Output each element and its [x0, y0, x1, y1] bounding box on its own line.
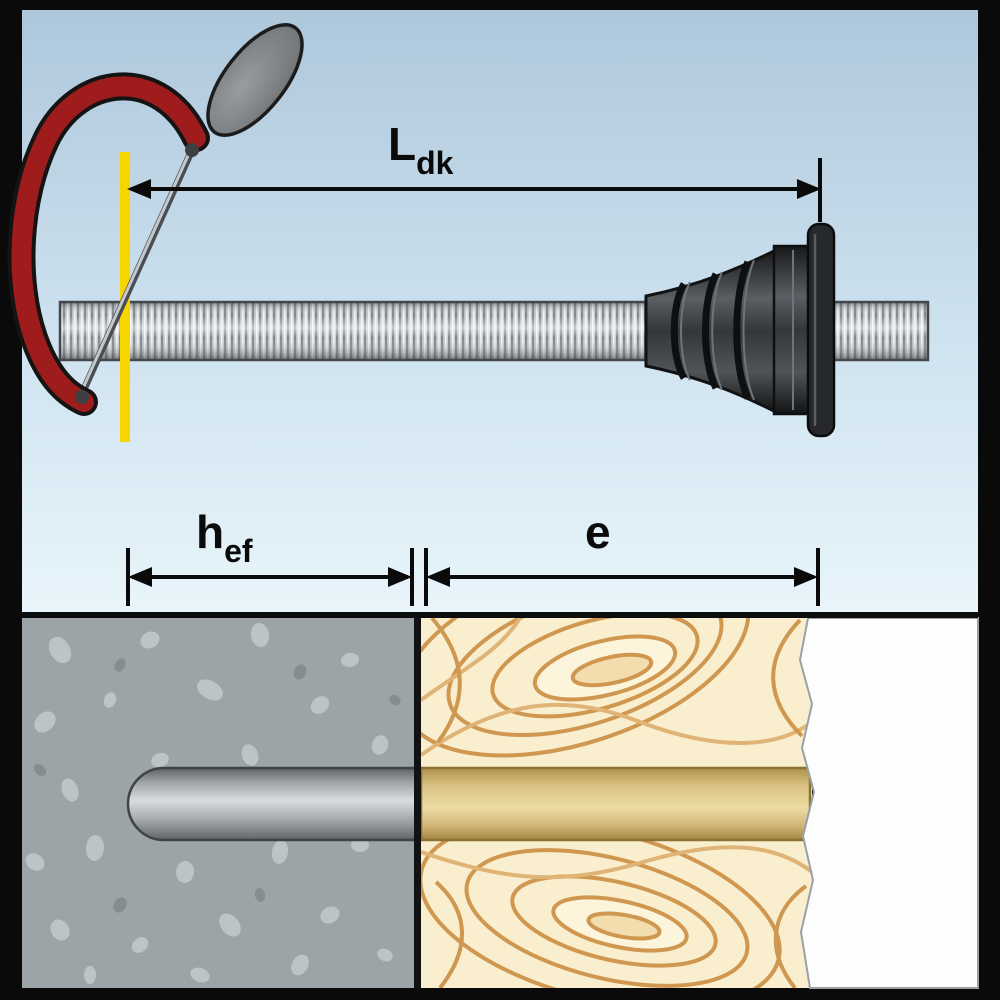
concrete-speckle	[197, 679, 223, 701]
rod-outline	[58, 300, 930, 362]
saw-handle	[206, 23, 304, 137]
wood-grain-ring	[510, 874, 718, 968]
concrete-speckle	[320, 906, 340, 924]
concrete-speckle	[33, 764, 47, 776]
sleeve-rib	[733, 260, 752, 400]
wood-grain-arc	[771, 618, 804, 738]
concrete-speckle	[371, 735, 389, 755]
label-hef: hef	[196, 506, 253, 569]
wood-grain-ring	[464, 848, 750, 988]
concrete-speckle	[48, 636, 72, 664]
arrowhead-right	[794, 567, 818, 587]
concrete-speckle	[85, 835, 105, 861]
sleeve-rib-highlight	[742, 259, 755, 401]
wood-grain-arc	[421, 618, 522, 702]
concrete-speckle	[271, 840, 289, 864]
wood-grain-arc	[421, 702, 812, 757]
arrowhead-left	[127, 179, 151, 199]
wood-grain-knot	[586, 911, 662, 941]
wood-grain-arc	[430, 618, 462, 744]
concrete-speckle	[377, 948, 393, 962]
dimension-line	[132, 575, 408, 579]
wood-grain-knot	[570, 652, 654, 688]
arrowhead-left	[426, 567, 450, 587]
extension-line-right	[818, 158, 822, 222]
concrete-speckle	[293, 664, 307, 680]
concrete-speckle	[25, 853, 45, 871]
concrete-speckle	[219, 913, 241, 937]
concrete-speckle	[291, 954, 309, 976]
dimension-e: e	[424, 506, 820, 606]
wood-grain-arc	[773, 884, 808, 988]
concrete-speckle	[103, 692, 117, 708]
sleeve-rib-highlight	[711, 271, 723, 391]
dimension-line	[430, 575, 814, 579]
label-e: e	[585, 506, 611, 558]
anchor-sleeve	[644, 222, 836, 438]
concrete-speckle	[113, 897, 127, 913]
wood-grain-arc	[434, 880, 464, 988]
material-divider	[414, 615, 421, 988]
arrowhead-right	[388, 567, 412, 587]
concrete-speckle	[34, 711, 56, 733]
wood-grain-ring	[446, 618, 724, 738]
concrete-speckle	[254, 888, 266, 902]
concrete-speckle	[84, 966, 96, 984]
wood-grain-ring	[490, 618, 700, 719]
concrete-speckle	[50, 919, 70, 941]
wall-layer	[798, 617, 979, 989]
concrete-speckle	[61, 778, 79, 802]
washer	[806, 222, 836, 438]
sleeve-rib	[702, 272, 720, 390]
concrete-speckle	[250, 623, 270, 647]
embedded-rod-wood	[419, 766, 812, 842]
concrete-speckle	[241, 744, 259, 766]
concrete-speckle	[140, 631, 160, 649]
concrete-speckle	[131, 937, 149, 953]
blade-pin-bottom	[75, 390, 89, 404]
dimension-hef: hef	[126, 506, 414, 606]
concrete-speckle	[175, 861, 195, 883]
blade-pin-top	[185, 143, 199, 157]
concrete-speckle	[151, 752, 169, 768]
dimension-line	[131, 187, 817, 191]
saw-frame	[11, 76, 206, 412]
embedded-rod-concrete	[126, 766, 423, 842]
label-ldk: Ldk	[388, 118, 454, 181]
concrete-speckle	[114, 658, 126, 672]
arrowhead-left	[128, 567, 152, 587]
sleeve-rib-highlight	[680, 281, 691, 381]
concrete-speckle	[389, 694, 401, 706]
concrete-speckle	[190, 967, 210, 983]
sleeve-rib	[670, 282, 688, 380]
concrete-speckle	[351, 838, 369, 852]
wood-grain	[421, 618, 812, 988]
cross-section	[22, 612, 979, 989]
concrete-speckle	[341, 652, 359, 668]
arrowhead-right	[797, 179, 821, 199]
concrete-speckle	[310, 696, 330, 714]
wood-grain-ring	[421, 618, 751, 758]
dimension-ldk: Ldk	[127, 118, 822, 222]
surface-line	[22, 612, 978, 618]
concrete-speckles	[25, 623, 401, 984]
wood-grain-arc	[421, 845, 812, 880]
